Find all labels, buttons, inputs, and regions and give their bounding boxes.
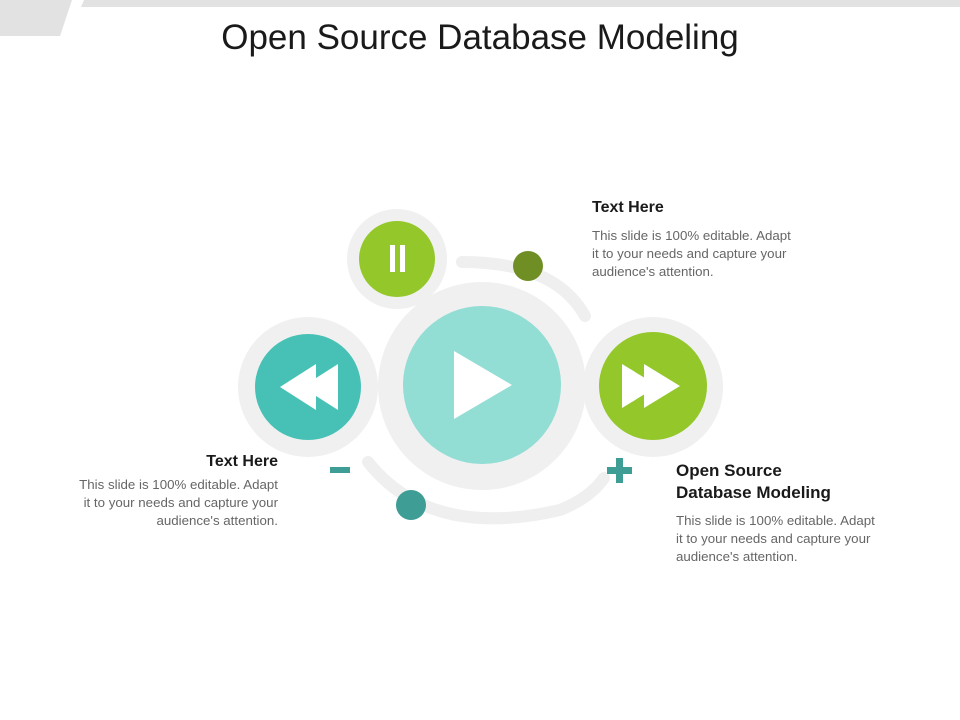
olive-dot: [513, 251, 543, 281]
text-block-top-body: This slide is 100% editable. Adapt it to…: [592, 227, 832, 281]
fast-forward-icon: [622, 364, 680, 408]
text-line: This slide is 100% editable. Adapt: [592, 228, 791, 243]
text-block-left-body: This slide is 100% editable. Adapt it to…: [40, 476, 278, 530]
plus-icon: [607, 458, 632, 483]
play-icon: [454, 351, 512, 419]
text-line: it to your needs and capture your: [676, 531, 871, 546]
text-line: This slide is 100% editable. Adapt: [676, 513, 875, 528]
text-block-right-heading: Open Source Database Modeling: [676, 460, 936, 504]
text-block-right-body: This slide is 100% editable. Adapt it to…: [676, 512, 936, 566]
rewind-icon: [280, 364, 338, 410]
text-line: audience's attention.: [676, 549, 798, 564]
text-line: audience's attention.: [592, 264, 714, 279]
teal-dot: [396, 490, 426, 520]
text-line: it to your needs and capture your: [83, 495, 278, 510]
page-title: Open Source Database Modeling: [221, 18, 739, 57]
text-block-top-heading: Text Here: [592, 199, 664, 216]
text-block-top: Text Here This slide is 100% editable. A…: [592, 198, 832, 281]
heading-line: Database Modeling: [676, 483, 831, 502]
heading-line: Open Source: [676, 461, 782, 480]
text-block-right: Open Source Database Modeling This slide…: [676, 460, 936, 566]
pause-circle: [359, 221, 435, 297]
text-block-left-heading: Text Here: [206, 453, 278, 470]
text-line: audience's attention.: [156, 513, 278, 528]
top-decoration-bar: [0, 0, 960, 36]
text-line: This slide is 100% editable. Adapt: [79, 477, 278, 492]
minus-icon: [330, 467, 350, 473]
pause-icon: [390, 245, 405, 272]
text-line: it to your needs and capture your: [592, 246, 787, 261]
text-block-left: Text Here This slide is 100% editable. A…: [40, 452, 278, 530]
arc-lower: [362, 456, 610, 525]
